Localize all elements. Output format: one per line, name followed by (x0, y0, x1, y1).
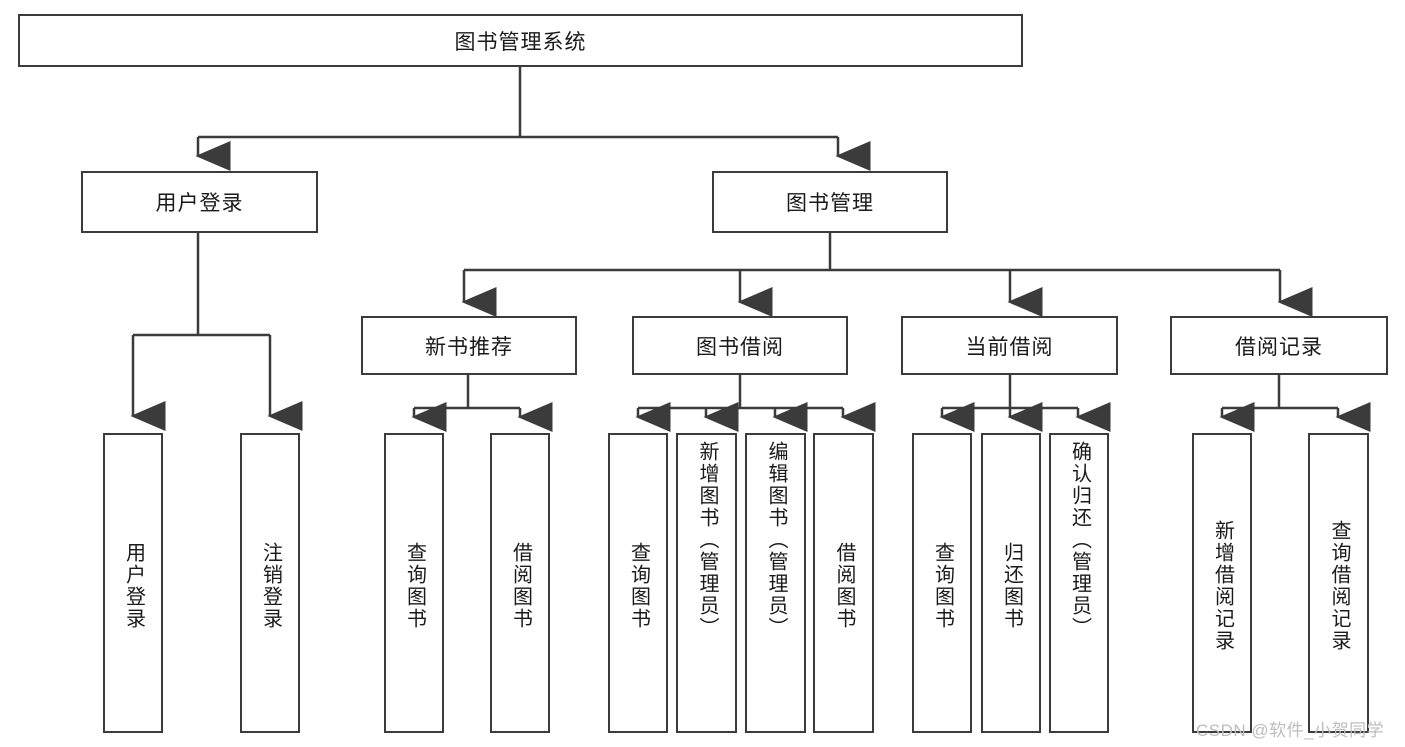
leaf-user-login-logout[interactable]: 注销登录 (240, 433, 300, 733)
leaf-new-book-query[interactable]: 查询图书 (384, 433, 444, 733)
node-root[interactable]: 图书管理系统 (18, 14, 1023, 67)
leaf-current-borrow-query[interactable]: 查询图书 (912, 433, 972, 733)
node-new-book-recommend[interactable]: 新书推荐 (361, 316, 577, 375)
leaf-new-book-borrow[interactable]: 借阅图书 (490, 433, 550, 733)
leaf-book-borrow-borrow[interactable]: 借阅图书 (813, 433, 874, 733)
node-book-manage[interactable]: 图书管理 (712, 171, 948, 233)
leaf-borrow-record-add[interactable]: 新增借阅记录 (1192, 433, 1252, 733)
node-current-borrow[interactable]: 当前借阅 (901, 316, 1118, 375)
leaf-current-borrow-return[interactable]: 归还图书 (981, 433, 1041, 733)
node-borrow-record[interactable]: 借阅记录 (1170, 316, 1388, 375)
leaf-book-borrow-add[interactable]: 新增图书（管理员） (676, 433, 737, 733)
tree-connectors (130, 67, 1371, 432)
leaf-book-borrow-edit[interactable]: 编辑图书（管理员） (745, 433, 806, 733)
node-user-login[interactable]: 用户登录 (81, 171, 318, 233)
csdn-watermark: CSDN @软件_小贺同学 (1196, 721, 1385, 740)
leaf-user-login-login[interactable]: 用户登录 (103, 433, 163, 733)
node-book-borrow[interactable]: 图书借阅 (632, 316, 848, 375)
leaf-book-borrow-query[interactable]: 查询图书 (608, 433, 668, 733)
leaf-current-borrow-confirm[interactable]: 确认归还（管理员） (1049, 433, 1109, 733)
leaf-borrow-record-query[interactable]: 查询借阅记录 (1308, 433, 1369, 733)
